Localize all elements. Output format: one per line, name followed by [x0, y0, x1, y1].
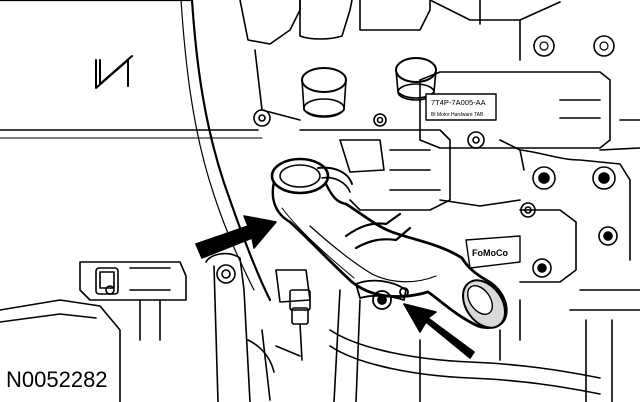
- brand-plate-text: FoMoCo: [472, 248, 508, 258]
- sticker-text: Bl Motor Hardware TAB: [431, 112, 484, 118]
- upper-engine-block: [239, 0, 615, 127]
- coolant-hose: [270, 157, 508, 329]
- central-housing: [299, 113, 521, 211]
- lower-left-components: [0, 252, 311, 402]
- upper-left-callout-arrow: [195, 215, 277, 259]
- lower-tube: [329, 289, 601, 402]
- cutaway-marker: [95, 55, 133, 89]
- hose-retaining-bolt: [355, 279, 409, 310]
- part-number-label: 7T4P-7A005-AA: [431, 98, 486, 107]
- brand-plate: FoMoCo: [465, 235, 521, 269]
- part-label-plate: [425, 93, 497, 121]
- left-body-panel: [0, 0, 272, 302]
- right-brackets: [519, 119, 640, 402]
- figure-id-label: N0052282: [4, 366, 110, 394]
- lower-right-callout-arrow: [403, 303, 475, 359]
